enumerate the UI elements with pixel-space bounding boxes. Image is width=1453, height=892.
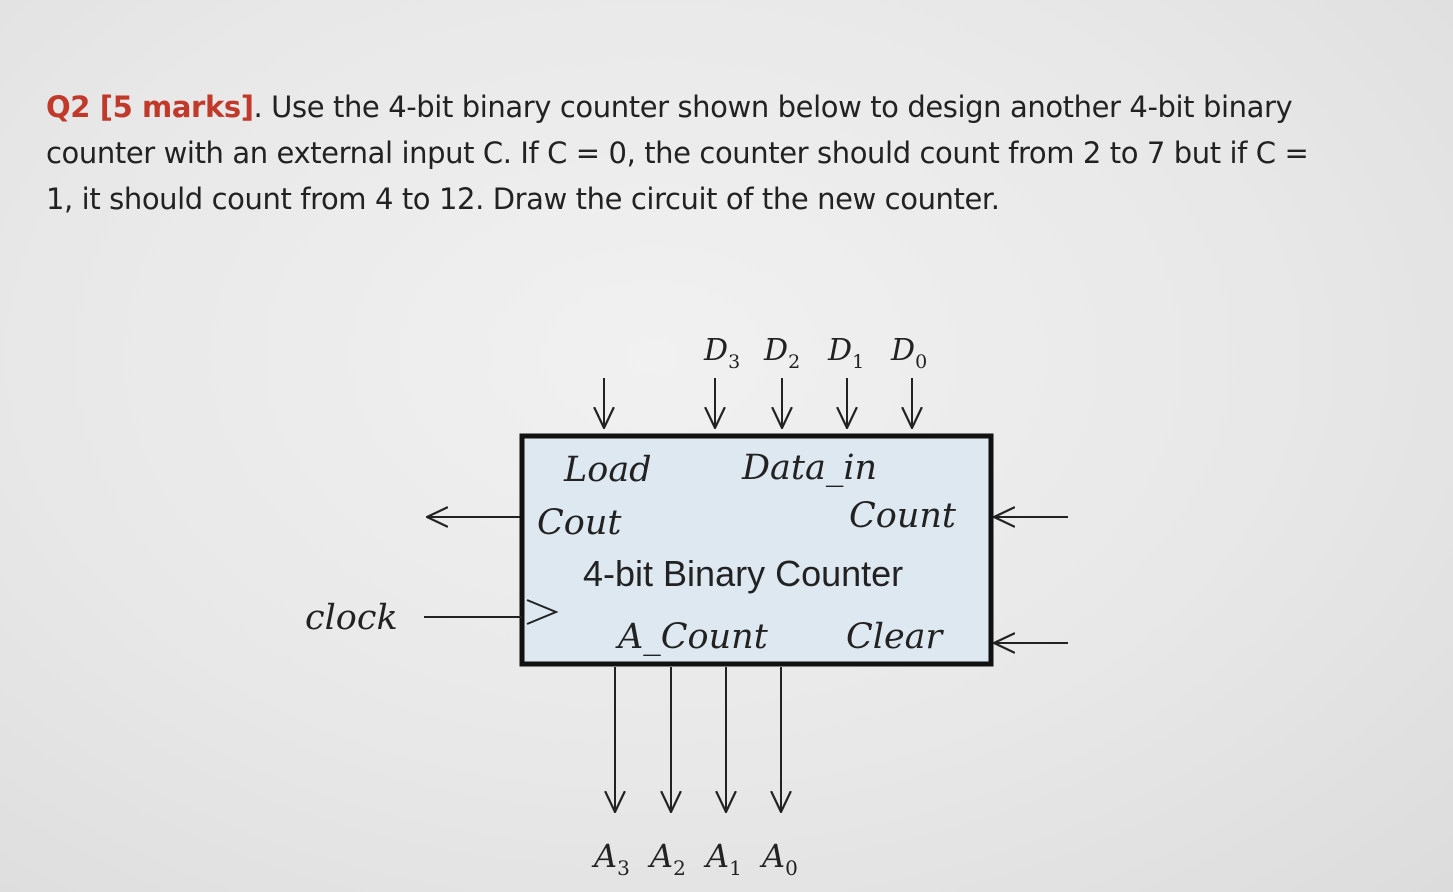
counter-block — [519, 433, 994, 667]
input-label-d1: D1 — [827, 333, 864, 373]
output-labels: A3 A2 A1 A0 — [591, 837, 798, 880]
input-arrows — [604, 378, 912, 428]
clear-label: Clear — [846, 617, 945, 657]
question-text: Q2 [5 marks]. Use the 4-bit binary count… — [46, 84, 1326, 222]
data-in-label: Data_in — [741, 448, 877, 488]
data-input-labels: D3 D2 D1 D0 — [703, 333, 927, 373]
a-count-label: A_Count — [615, 617, 769, 657]
output-arrows — [615, 667, 781, 812]
clock-triangle-icon — [526, 599, 559, 625]
input-label-d0: D0 — [890, 333, 927, 373]
count-label: Count — [849, 496, 957, 536]
output-label-a3: A3 — [591, 837, 630, 880]
input-label-d3: D3 — [703, 333, 740, 373]
output-label-a2: A2 — [647, 837, 686, 880]
output-label-a0: A0 — [759, 837, 798, 880]
input-label-d2: D2 — [763, 333, 800, 373]
question-label: Q2 [5 marks] — [46, 90, 254, 124]
block-title: 4-bit Binary Counter — [583, 553, 903, 594]
output-label-a1: A1 — [703, 837, 742, 880]
clock-label: clock — [305, 598, 398, 638]
load-label: Load — [563, 450, 652, 490]
cout-label: Cout — [537, 503, 622, 543]
question-body: . Use the 4-bit binary counter shown bel… — [46, 90, 1309, 216]
